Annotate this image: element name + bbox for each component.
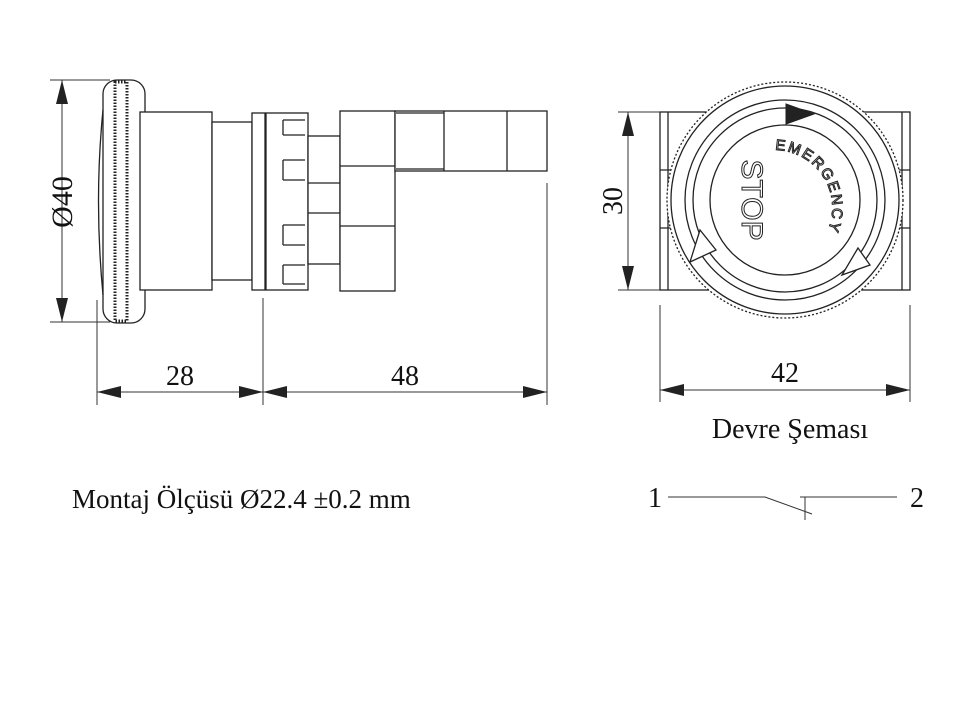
terminal-1-label: 1	[648, 483, 662, 514]
contact-block	[339, 110, 396, 292]
contact-arm	[394, 110, 548, 172]
terminal-2-label: 2	[910, 483, 924, 514]
normally-closed-contact	[668, 496, 897, 520]
button-face	[709, 124, 861, 276]
circuit-title: Devre Şeması	[712, 414, 869, 445]
length-front-label: 28	[166, 361, 194, 392]
knob	[102, 79, 146, 324]
length-rear-label: 48	[391, 361, 419, 392]
button-bezel	[670, 85, 900, 315]
stop-label: STOP	[735, 159, 768, 240]
circuit-diagram: Devre Şeması 1 2	[648, 414, 924, 520]
diameter-label: Ø40	[46, 176, 79, 228]
body	[139, 111, 213, 291]
front-view: EMERGENCY STOP 30 42	[598, 81, 911, 402]
mounting-note: Montaj Ölçüsü Ø22.4 ±0.2 mm	[72, 484, 411, 514]
width-label: 42	[771, 358, 799, 389]
side-view: Ø40 28 48	[46, 79, 548, 405]
height-label: 30	[598, 187, 629, 215]
nut	[265, 112, 309, 291]
